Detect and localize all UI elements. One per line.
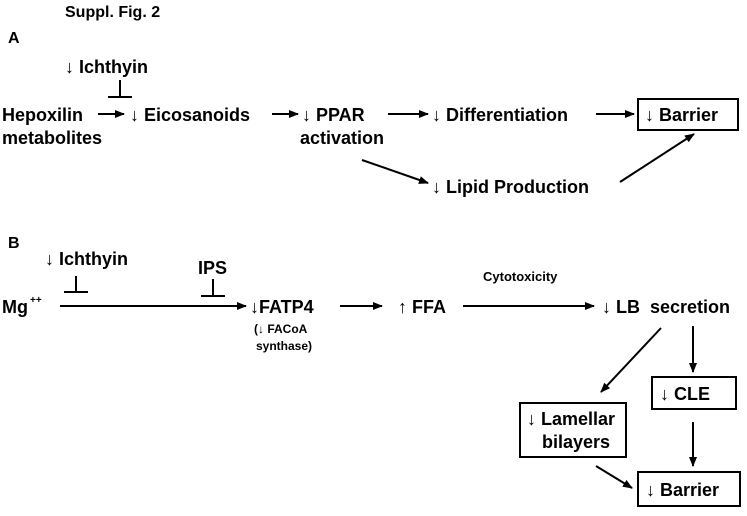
b-ichthyin-node: ↓ Ichthyin [45,249,128,269]
b-facoa-line2: synthase) [256,339,312,353]
a-eicosanoids-node: ↓ Eicosanoids [130,105,250,125]
a-lipid-production-node: ↓ Lipid Production [432,177,589,197]
b-lb-secretion-node: ↓ LB secretion [602,297,730,317]
a-ichthyin-node: ↓ Ichthyin [65,57,148,77]
b-cle-box [651,376,737,410]
b-arrow-lb-lamellar [600,327,662,393]
b-facoa-line1: (↓ FACoA [254,322,308,336]
panel-b-label: B [8,235,20,252]
a-barrier-node: ↓ Barrier [645,105,718,125]
a-hepoxilin-node-line1: Hepoxilin [2,105,83,125]
b-lamellar-box [519,402,627,458]
a-hepoxilin-node-line2: metabolites [2,128,102,148]
b-arrow-lamellar-barrier [595,465,633,489]
b-lamellar-node-line2: bilayers [542,432,610,452]
a-ppar-node-line2: activation [300,128,384,148]
b-ffa-node: ↑ FFA [398,297,446,317]
b-cle-node: ↓ CLE [660,384,710,404]
b-mg-charge: ++ [30,295,42,306]
a-ppar-node-line1: ↓ PPAR [302,105,365,125]
a-arrow-ppar-lipid [361,159,429,184]
b-barrier-node: ↓ Barrier [646,480,719,500]
b-ips-node: IPS [198,258,227,278]
a-differentiation-node: ↓ Differentiation [432,105,568,125]
b-fatp4-node: ↓FATP4 [250,297,314,317]
b-lamellar-node-line1: ↓ Lamellar [527,409,615,429]
b-cytotoxicity-label: Cytotoxicity [483,269,558,284]
figure-label: Suppl. Fig. 2 [65,4,160,21]
panel-a-label: A [8,30,20,47]
a-barrier-box [637,98,739,131]
b-mg-node: Mg [2,297,28,317]
b-barrier-box [637,471,741,507]
a-arrow-lipid-barrier [619,133,695,183]
